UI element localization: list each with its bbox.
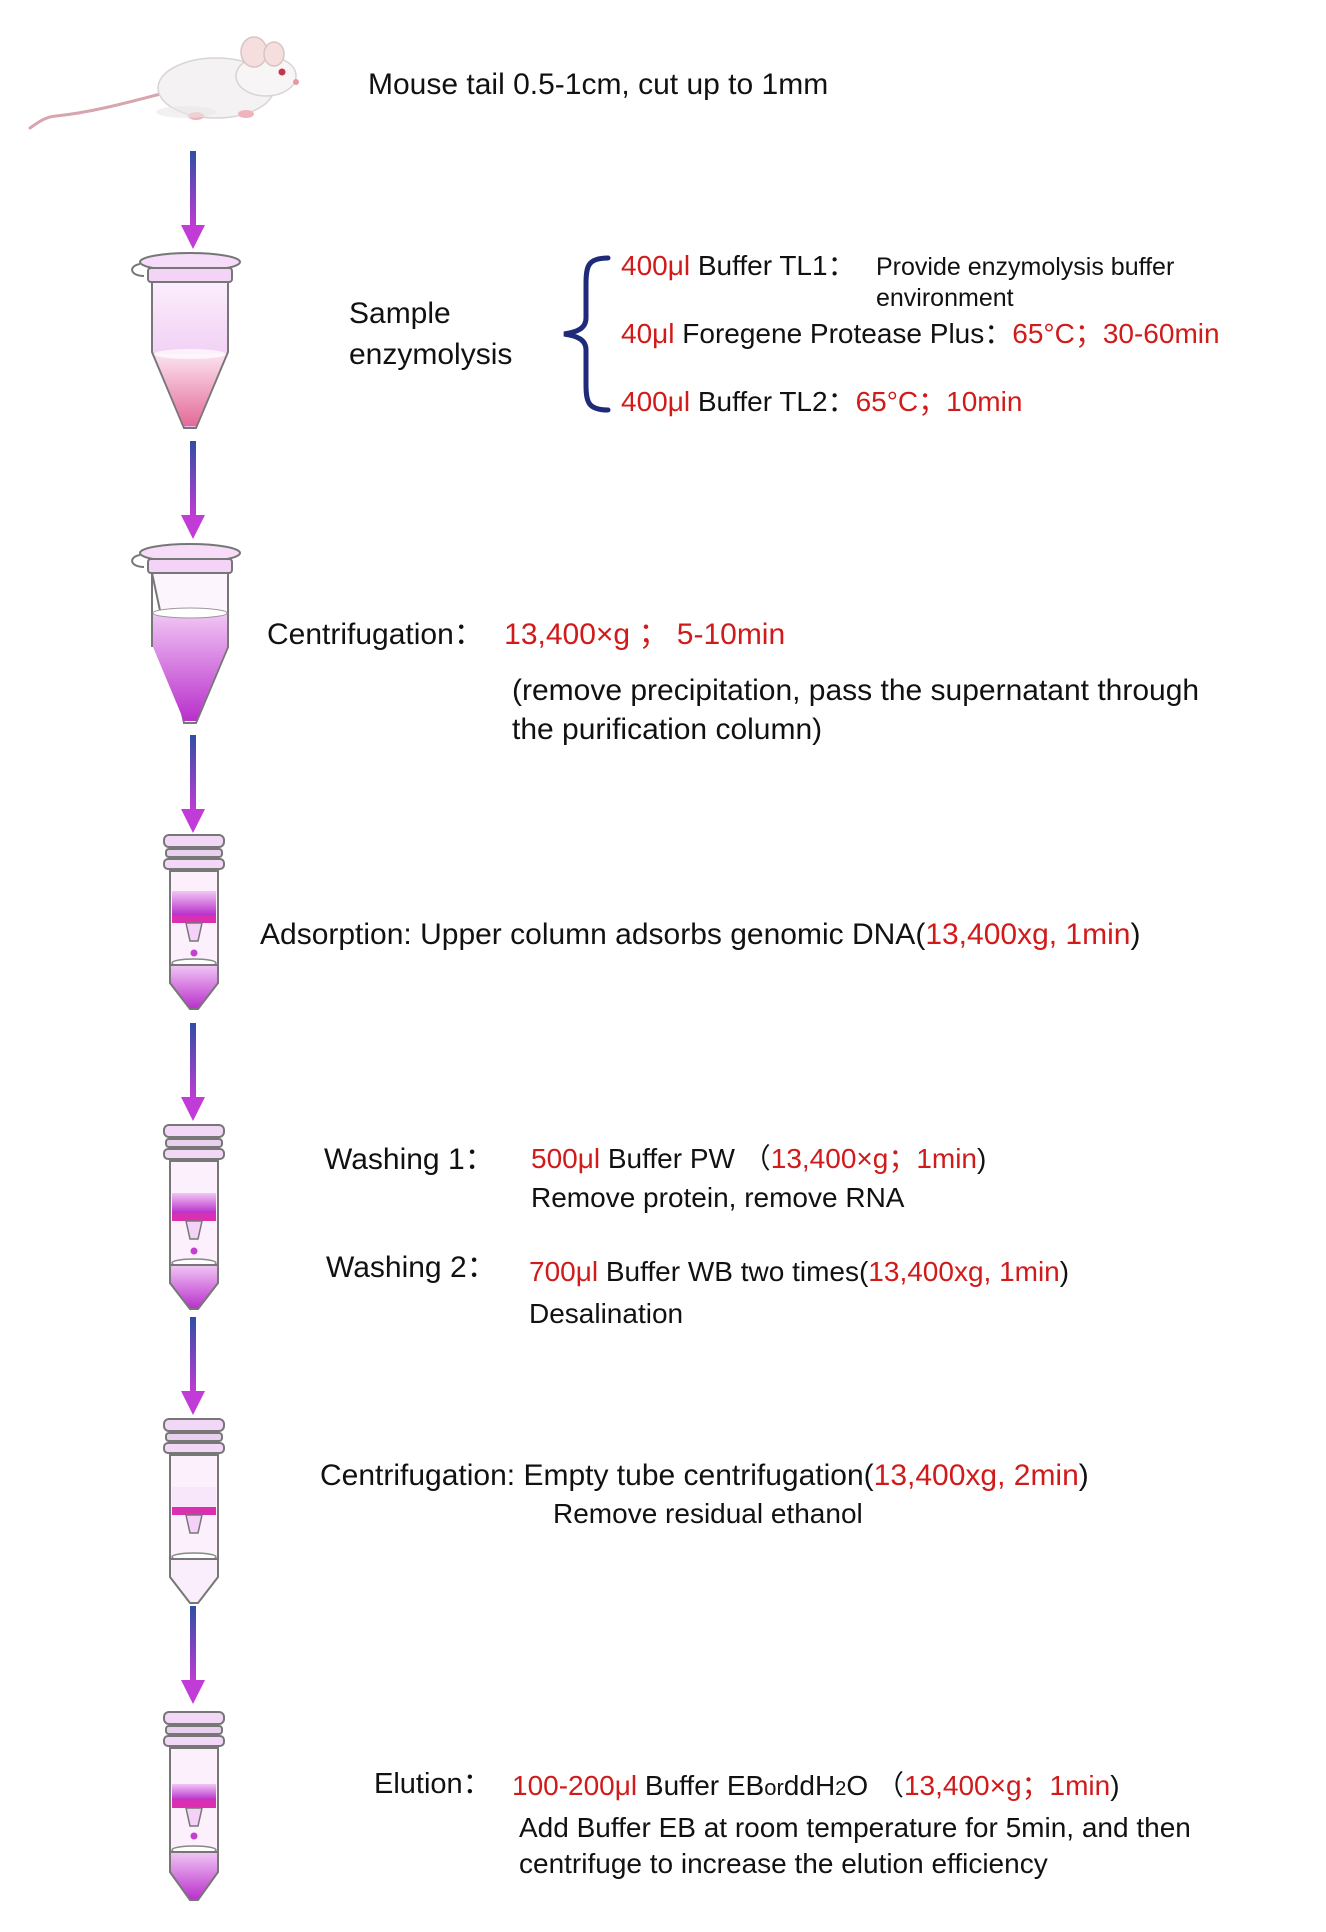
- reagent-name: Buffer WB two times(: [605, 1256, 869, 1287]
- enzymolysis-label: enzymolysis: [349, 338, 513, 371]
- step-condition: 13,400×g ； 5-10min: [504, 618, 786, 651]
- separator: ：: [827, 250, 856, 281]
- step-condition: 13,400×g；1min: [903, 1770, 1111, 1801]
- step-label: Centrifugation: Empty tube centrifugatio…: [320, 1459, 874, 1492]
- washing2-label: Washing 2：: [326, 1251, 497, 1284]
- reagent-name: Buffer TL1: [697, 250, 828, 281]
- reagent-name: Foregene Protease Plus: [682, 318, 985, 349]
- spin-column-icon: [163, 1711, 225, 1901]
- separator: ：: [984, 318, 1013, 349]
- reagent-row-tl2: 400μl Buffer TL2：65°C；10min: [621, 386, 1022, 418]
- reagent-condition: 65°C；10min: [855, 386, 1023, 417]
- step-note: (remove precipitation, pass the supernat…: [512, 674, 1200, 707]
- step-close: ): [1110, 1770, 1120, 1801]
- elution-label: Elution：: [374, 1768, 492, 1800]
- reagent-row-protease: 40μl Foregene Protease Plus：65°C；30-60mi…: [621, 318, 1220, 350]
- reagent-volume: 500μl: [531, 1143, 601, 1174]
- reagent-condition: 65°C；30-60min: [1012, 318, 1220, 349]
- centrifugation2-step: Centrifugation: Empty tube centrifugatio…: [320, 1459, 1089, 1494]
- reagent-name: Buffer PW: [607, 1143, 735, 1174]
- down-arrow-icon: [181, 735, 205, 833]
- step-note: the purification column): [512, 713, 823, 746]
- reagent-desc: environment: [876, 284, 1014, 312]
- washing2-line: 700μl Buffer WB two times(13,400xg, 1min…: [529, 1256, 1069, 1288]
- step-condition: 13,400×g；1min: [770, 1143, 978, 1174]
- down-arrow-icon: [181, 1023, 205, 1121]
- reagent-name: Buffer EB: [644, 1770, 765, 1801]
- washing1-note: Remove protein, remove RNA: [531, 1182, 905, 1213]
- step-open: （: [742, 1143, 771, 1174]
- water-text: ddH2O: [783, 1770, 869, 1801]
- reagent-volume: 100-200μl: [512, 1770, 638, 1801]
- reagent-volume: 40μl: [621, 318, 675, 349]
- reagent-desc: Provide enzymolysis buffer: [876, 253, 1175, 281]
- tube-icon: [131, 543, 241, 724]
- reagent-volume: 400μl: [621, 386, 691, 417]
- down-arrow-icon: [181, 1606, 205, 1704]
- step-label: Centrifugation：: [267, 618, 484, 651]
- washing1-label: Washing 1：: [324, 1143, 495, 1176]
- washing1-line: 500μl Buffer PW （13,400×g；1min): [531, 1143, 986, 1175]
- mouse-illustration: [28, 36, 299, 130]
- separator: ：: [827, 386, 856, 417]
- adsorption-step: Adsorption: Upper column adsorbs genomic…: [260, 918, 1140, 953]
- step-condition: 13,400xg, 1min: [868, 1256, 1060, 1287]
- tube-icon: [131, 252, 241, 429]
- reagent-row-tl1: 400μl Buffer TL1：: [621, 250, 856, 282]
- down-arrow-icon: [181, 151, 205, 249]
- centrifugation2-note: Remove residual ethanol: [553, 1498, 863, 1529]
- down-arrow-icon: [181, 441, 205, 539]
- step-open: （: [875, 1770, 904, 1801]
- brace-icon: [563, 255, 611, 413]
- elution-note: Add Buffer EB at room temperature for 5m…: [519, 1812, 1191, 1843]
- step-condition: 13,400xg, 2min: [873, 1459, 1079, 1492]
- spin-column-icon: [163, 1124, 225, 1310]
- step-close: ): [1059, 1256, 1070, 1287]
- washing2-note: Desalination: [529, 1298, 684, 1329]
- enzymolysis-label: Sample: [349, 297, 451, 330]
- down-arrow-icon: [181, 1317, 205, 1415]
- or-text: or: [764, 1775, 784, 1800]
- centrifugation-step: Centrifugation： 13,400×g ； 5-10min: [267, 618, 785, 653]
- elution-note: centrifuge to increase the elution effic…: [519, 1848, 1048, 1879]
- reagent-volume: 700μl: [529, 1256, 599, 1287]
- spin-column-icon: [163, 1418, 225, 1604]
- reagent-volume: 400μl: [621, 250, 691, 281]
- spin-column-icon: [163, 834, 225, 1010]
- step-label: Adsorption: Upper column adsorbs genomic…: [260, 918, 926, 951]
- step-condition: 13,400xg, 1min: [925, 918, 1131, 951]
- step-close: ): [1078, 1459, 1089, 1492]
- elution-line: 100-200μl Buffer EBorddH2O （13,400×g；1mi…: [512, 1770, 1120, 1802]
- step-close: ): [977, 1143, 987, 1174]
- step-close: ): [1130, 918, 1141, 951]
- reagent-name: Buffer TL2: [697, 386, 828, 417]
- mouse-step-text: Mouse tail 0.5-1cm, cut up to 1mm: [368, 68, 829, 101]
